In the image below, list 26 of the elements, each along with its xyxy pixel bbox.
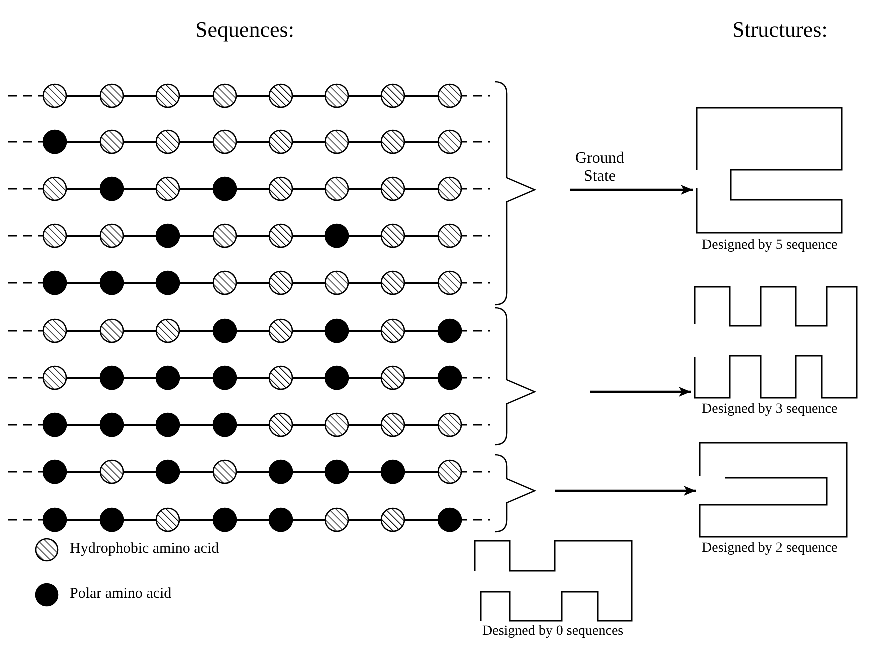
bead-chain-drawing (8, 507, 490, 533)
node-label: Designed by 5 sequence (702, 238, 838, 254)
node-label: Designed by 0 sequences (482, 624, 624, 640)
bead-chain-drawing (8, 318, 490, 344)
edge-label: Ground State (574, 150, 626, 186)
arrow (590, 387, 691, 397)
legend-text: Polar amino acid (70, 586, 172, 602)
bead-chain-drawing (8, 459, 490, 485)
bead-chain-drawing (8, 129, 490, 155)
legend-text: Hydrophobic amino acid (70, 541, 220, 558)
bead-chain-drawing (8, 83, 490, 109)
bead-chain-drawing (8, 176, 490, 202)
node-label: Designed by 2 sequence (702, 541, 838, 556)
arrow (555, 486, 696, 496)
heading: Sequences: (196, 18, 294, 42)
bead-chain-drawing (8, 270, 490, 296)
bead-chain-drawing (8, 365, 490, 391)
bead-chain-drawing (8, 223, 490, 249)
heading: Structures: (732, 18, 828, 42)
bead-chain-drawing (8, 412, 490, 438)
arrow (570, 185, 693, 195)
lattice-fold-drawing (697, 108, 842, 233)
node-label: Designed by 3 sequence (702, 402, 838, 418)
lattice-fold-drawing (700, 443, 847, 537)
lattice-fold-drawing (475, 541, 632, 621)
lattice-fold-drawing (695, 287, 857, 398)
